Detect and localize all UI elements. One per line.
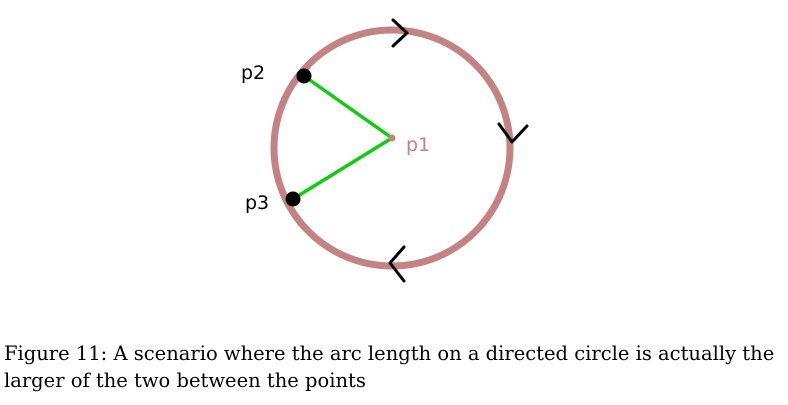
- arrow-bottom-left-icon: [388, 245, 406, 283]
- label-p1: p1: [406, 134, 430, 156]
- point-p2: [296, 68, 312, 84]
- directed-circle: [270, 26, 514, 270]
- segment-p1-p2: [302, 74, 394, 140]
- figure-caption: Figure 11: A scenario where the arc leng…: [4, 342, 775, 392]
- point-p3: [285, 191, 301, 207]
- arrow-right-down-icon: [497, 122, 529, 144]
- arrow-top-right-icon: [391, 18, 409, 48]
- point-p1: [388, 134, 396, 142]
- label-p2: p2: [241, 62, 265, 84]
- segment-p1-p3: [292, 136, 393, 201]
- directed-circle-diagram: p2 p1 p3: [241, 18, 529, 283]
- label-p3: p3: [245, 192, 269, 214]
